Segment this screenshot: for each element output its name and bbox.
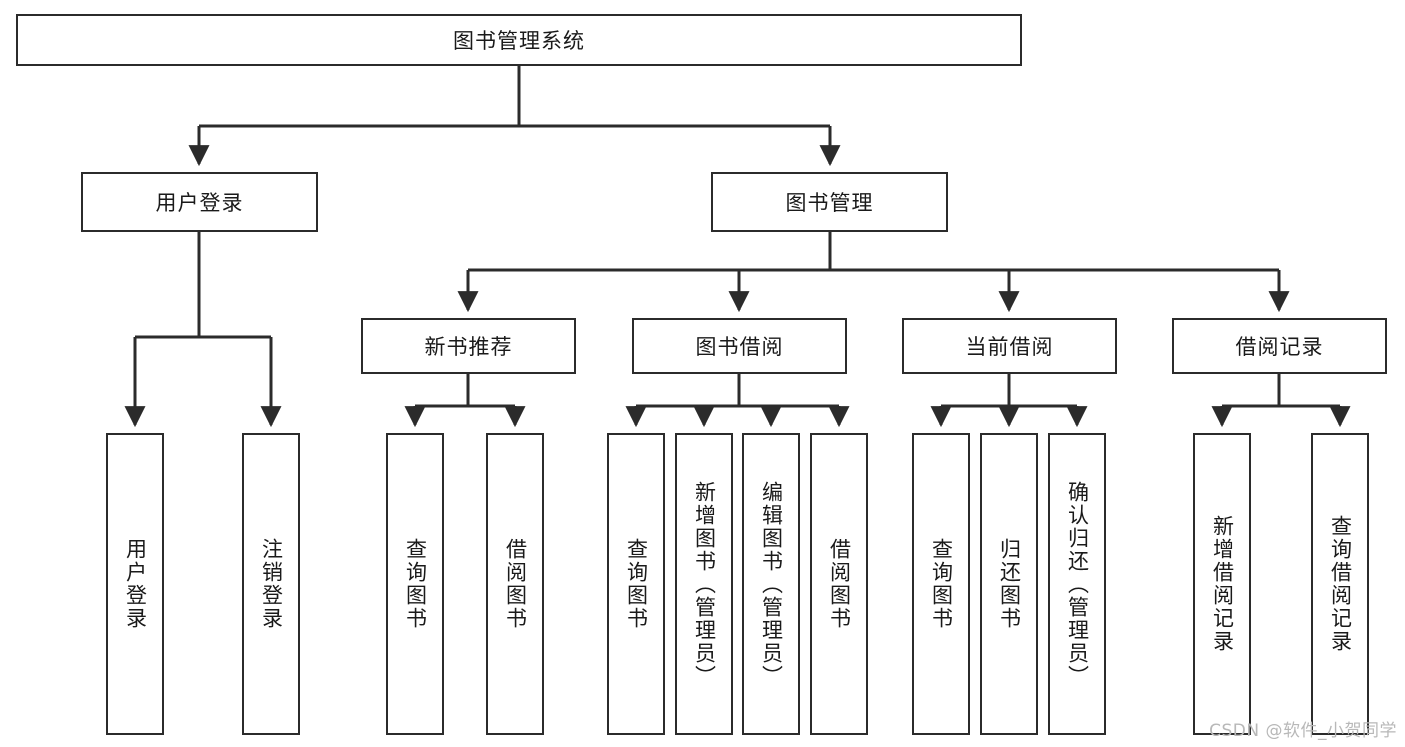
node-book-borrow[interactable]: 图书借阅	[632, 318, 847, 374]
node-book-manage-label: 图书管理	[785, 191, 874, 215]
node-leaf-edit-book[interactable]: 编辑图书（管理员）	[742, 433, 800, 735]
node-book-manage[interactable]: 图书管理	[711, 172, 948, 232]
node-leaf-borrow-book-1-label: 借阅图书	[503, 538, 528, 630]
node-leaf-edit-book-label: 编辑图书（管理员）	[759, 480, 784, 688]
watermark: CSDN @软件_小贺同学	[1209, 721, 1397, 741]
node-root-label: 图书管理系统	[453, 29, 585, 53]
node-current-borrow-label: 当前借阅	[965, 335, 1054, 359]
node-root[interactable]: 图书管理系统	[16, 14, 1022, 66]
node-leaf-user-login[interactable]: 用户登录	[106, 433, 164, 735]
node-leaf-add-book-label: 新增图书（管理员）	[692, 480, 717, 688]
node-leaf-query-book-1[interactable]: 查询图书	[386, 433, 444, 735]
node-borrow-record[interactable]: 借阅记录	[1172, 318, 1387, 374]
node-leaf-borrow-book-2-label: 借阅图书	[827, 538, 852, 630]
node-leaf-query-record[interactable]: 查询借阅记录	[1311, 433, 1369, 735]
node-leaf-query-book-2-label: 查询图书	[624, 538, 649, 630]
node-leaf-query-book-3-label: 查询图书	[929, 538, 954, 630]
node-new-book-rec[interactable]: 新书推荐	[361, 318, 576, 374]
node-leaf-add-record[interactable]: 新增借阅记录	[1193, 433, 1251, 735]
node-leaf-add-book[interactable]: 新增图书（管理员）	[675, 433, 733, 735]
node-leaf-add-record-label: 新增借阅记录	[1210, 515, 1235, 653]
node-book-borrow-label: 图书借阅	[695, 335, 784, 359]
node-leaf-confirm-return[interactable]: 确认归还（管理员）	[1048, 433, 1106, 735]
node-borrow-record-label: 借阅记录	[1235, 335, 1324, 359]
node-leaf-return-book-label: 归还图书	[997, 538, 1022, 630]
node-user-login[interactable]: 用户登录	[81, 172, 318, 232]
node-leaf-user-logout-label: 注销登录	[259, 538, 284, 630]
node-current-borrow[interactable]: 当前借阅	[902, 318, 1117, 374]
node-leaf-borrow-book-2[interactable]: 借阅图书	[810, 433, 868, 735]
node-user-login-label: 用户登录	[155, 191, 244, 215]
node-leaf-query-book-1-label: 查询图书	[403, 538, 428, 630]
node-new-book-rec-label: 新书推荐	[424, 335, 513, 359]
node-leaf-return-book[interactable]: 归还图书	[980, 433, 1038, 735]
node-leaf-user-logout[interactable]: 注销登录	[242, 433, 300, 735]
node-leaf-confirm-return-label: 确认归还（管理员）	[1065, 480, 1090, 688]
node-leaf-query-book-3[interactable]: 查询图书	[912, 433, 970, 735]
node-leaf-user-login-label: 用户登录	[123, 538, 148, 630]
node-leaf-query-book-2[interactable]: 查询图书	[607, 433, 665, 735]
node-leaf-borrow-book-1[interactable]: 借阅图书	[486, 433, 544, 735]
node-leaf-query-record-label: 查询借阅记录	[1328, 515, 1353, 653]
